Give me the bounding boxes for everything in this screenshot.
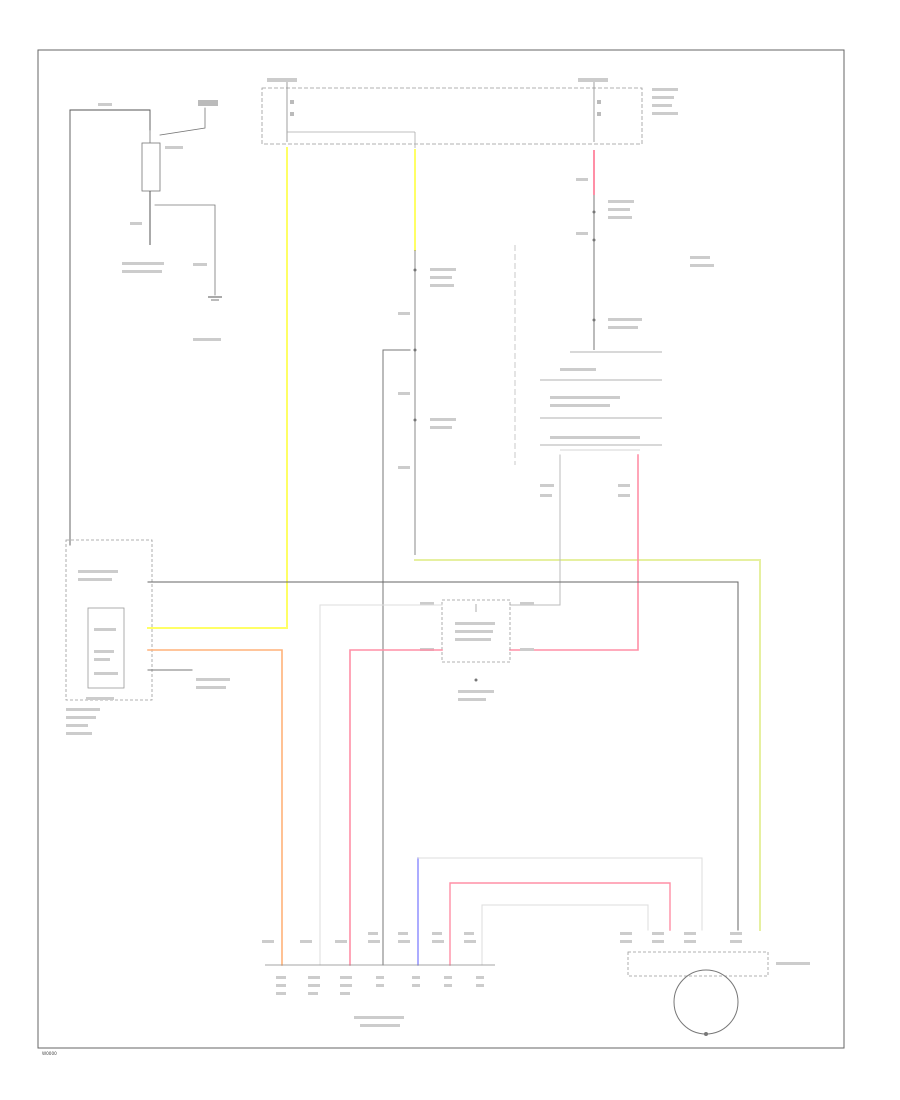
- wire-lightgray-relay: [319, 604, 443, 966]
- wire-orange-ecm: [147, 649, 283, 966]
- wire-lightgray-top-bottom: [417, 857, 703, 931]
- wire-yellow-left: [147, 147, 288, 629]
- wire-yellow-green: [414, 559, 761, 931]
- control-module-right: [540, 351, 662, 497]
- wire-pink-module: [509, 454, 639, 651]
- diagram-frame: [37, 49, 845, 1049]
- wire-pink-bottom: [449, 882, 671, 966]
- wire-gray-bottom: [481, 904, 649, 966]
- fuse-box-top: [261, 78, 678, 148]
- wire-pink-relay: [349, 649, 443, 966]
- right-connectors: [576, 178, 714, 329]
- ecm-left: [65, 539, 230, 735]
- battery-section: [69, 100, 222, 546]
- fan-motor: [620, 932, 810, 1036]
- wire-black-ecm: [147, 581, 739, 931]
- center-connectors: [398, 268, 456, 469]
- page-code: W0000: [42, 1051, 57, 1056]
- bottom-connector: [262, 932, 495, 1027]
- wire-black-branch: [382, 349, 411, 966]
